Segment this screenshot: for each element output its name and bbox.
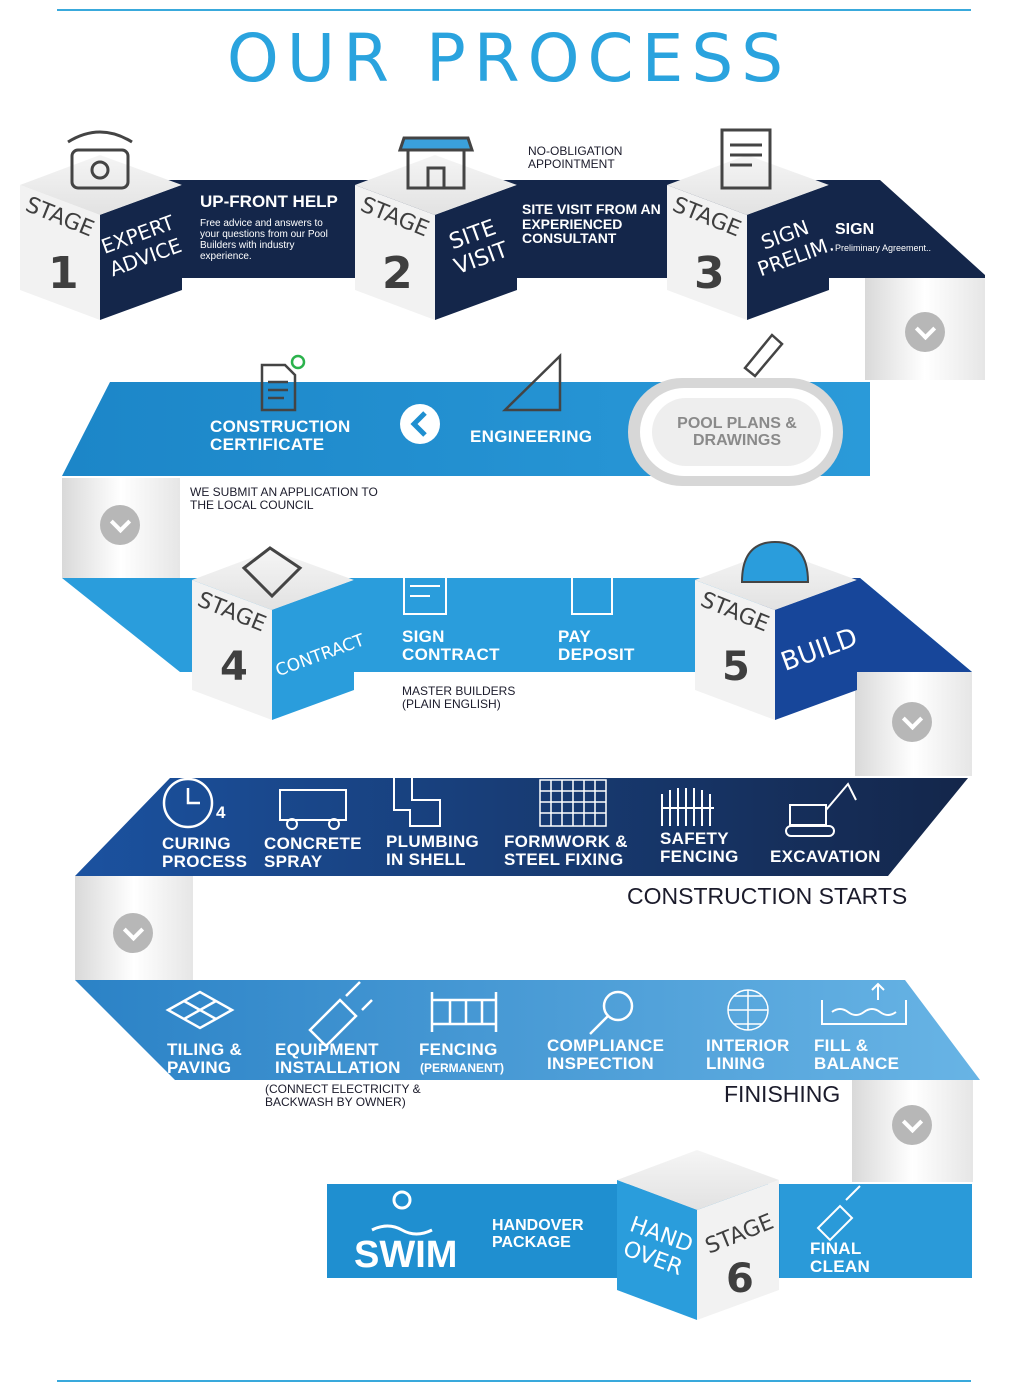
concrete-truck-icon xyxy=(279,789,347,830)
step-equipment-installation: EQUIPMENT INSTALLATION xyxy=(275,1040,401,1077)
step-curing-process: CURING PROCESS xyxy=(162,834,248,871)
cube-stage-6 xyxy=(617,1150,779,1320)
council-note: WE SUBMIT AN APPLICATION TO THE LOCAL CO… xyxy=(190,485,378,512)
stage-2-number: 2 xyxy=(382,248,413,299)
fencing-permanent: (PERMANENT) xyxy=(420,1061,504,1075)
magnifier-icon xyxy=(589,990,634,1035)
hard-hat-icon xyxy=(740,540,810,583)
site-visit-heading: SITE VISIT FROM AN EXPERIENCED CONSULTAN… xyxy=(522,201,661,247)
step-tiling-paving: TILING & PAVING xyxy=(167,1040,243,1077)
cube-stage-5 xyxy=(695,550,857,720)
permanent-fence-icon xyxy=(430,992,498,1032)
chevron-down-icon xyxy=(905,312,945,352)
pipe-icon xyxy=(393,769,441,827)
sign-heading: SIGN xyxy=(835,221,875,238)
step-formwork-steel: FORMWORK & STEEL FIXING xyxy=(504,832,628,869)
stage-3-number: 3 xyxy=(694,248,725,299)
interior-lining-icon xyxy=(727,989,769,1031)
plug-icon xyxy=(308,981,373,1048)
step-safety-fencing: SAFETY FENCING xyxy=(660,829,739,866)
pay-deposit: PAY DEPOSIT xyxy=(558,627,635,664)
sign-desc: Preliminary Agreement.. xyxy=(835,243,932,253)
finishing-caption: FINISHING xyxy=(724,1081,841,1107)
construction-starts-caption: CONSTRUCTION STARTS xyxy=(627,883,908,909)
excavator-icon xyxy=(785,782,857,837)
stage-4-number: 4 xyxy=(220,644,248,690)
equipment-note: (CONNECT ELECTRICITY & BACKWASH BY OWNER… xyxy=(265,1082,421,1109)
cube-stage-1 xyxy=(20,155,182,320)
step-final-clean: FINAL CLEAN xyxy=(810,1239,871,1276)
chevron-down-icon xyxy=(892,1105,932,1145)
stage-6-number: 6 xyxy=(726,1256,754,1302)
document-pen-icon xyxy=(720,128,772,190)
step-excavation: EXCAVATION xyxy=(770,847,881,866)
master-builders-note: MASTER BUILDERS (PLAIN ENGLISH) xyxy=(402,684,516,711)
bottom-rule xyxy=(57,1380,971,1382)
contract-sign-icon xyxy=(403,561,447,615)
band-row5 xyxy=(75,980,980,1080)
stage-5-number: 5 xyxy=(722,644,750,690)
certificate-icon xyxy=(260,354,306,412)
pencil-icon xyxy=(743,333,784,378)
handshake-icon xyxy=(241,546,303,599)
page-title: OUR PROCESS xyxy=(226,20,792,97)
tiles-icon xyxy=(165,990,235,1030)
sign-contract: SIGN CONTRACT xyxy=(402,627,500,664)
construction-certificate: CONSTRUCTION CERTIFICATE xyxy=(210,417,351,454)
chevron-down-icon xyxy=(892,702,932,742)
no-obligation-note: NO-OBLIGATION APPOINTMENT xyxy=(528,144,623,171)
swim-label: SWIM xyxy=(354,1234,458,1276)
chevron-down-icon xyxy=(100,505,140,545)
set-square-icon xyxy=(501,353,562,412)
step-plumbing-in-shell: PLUMBING IN SHELL xyxy=(386,832,480,869)
up-front-help-heading: UP-FRONT HELP xyxy=(200,192,338,211)
step-concrete-spray: CONCRETE SPRAY xyxy=(264,834,362,871)
band-row6-right xyxy=(780,1184,972,1278)
handover-package: HANDOVER PACKAGE xyxy=(492,1217,584,1251)
band-row4 xyxy=(75,778,968,876)
up-front-help-desc: Free advice and answers to your question… xyxy=(200,218,328,262)
cube-stage-4 xyxy=(192,550,354,720)
step-interior-lining: INTERIOR LINING xyxy=(706,1036,790,1073)
mesh-grid-icon xyxy=(539,779,607,827)
engineering: ENGINEERING xyxy=(470,427,593,446)
stage-1-number: 1 xyxy=(48,248,79,299)
house-icon xyxy=(397,136,475,190)
back-arrow-icon xyxy=(400,404,440,444)
phone-icon xyxy=(67,130,133,190)
chevron-down-icon xyxy=(113,913,153,953)
swimmer-icon xyxy=(371,1190,433,1236)
clock-number: 4 xyxy=(216,803,226,822)
cube-stage-2 xyxy=(355,155,517,320)
water-fill-icon xyxy=(821,982,907,1025)
step-fencing: FENCING xyxy=(419,1040,498,1059)
cube-stage-3 xyxy=(667,155,829,320)
fence-icon xyxy=(661,788,714,826)
invoice-dollar-icon xyxy=(571,561,613,615)
clock-icon xyxy=(162,777,214,829)
pool-plans-drawings: POOL PLANS & DRAWINGS xyxy=(677,415,797,449)
step-fill-balance: FILL & BALANCE xyxy=(814,1036,900,1073)
step-compliance-inspection: COMPLIANCE INSPECTION xyxy=(547,1036,665,1073)
top-rule xyxy=(57,9,971,11)
cleaning-brush-icon xyxy=(816,1185,861,1242)
